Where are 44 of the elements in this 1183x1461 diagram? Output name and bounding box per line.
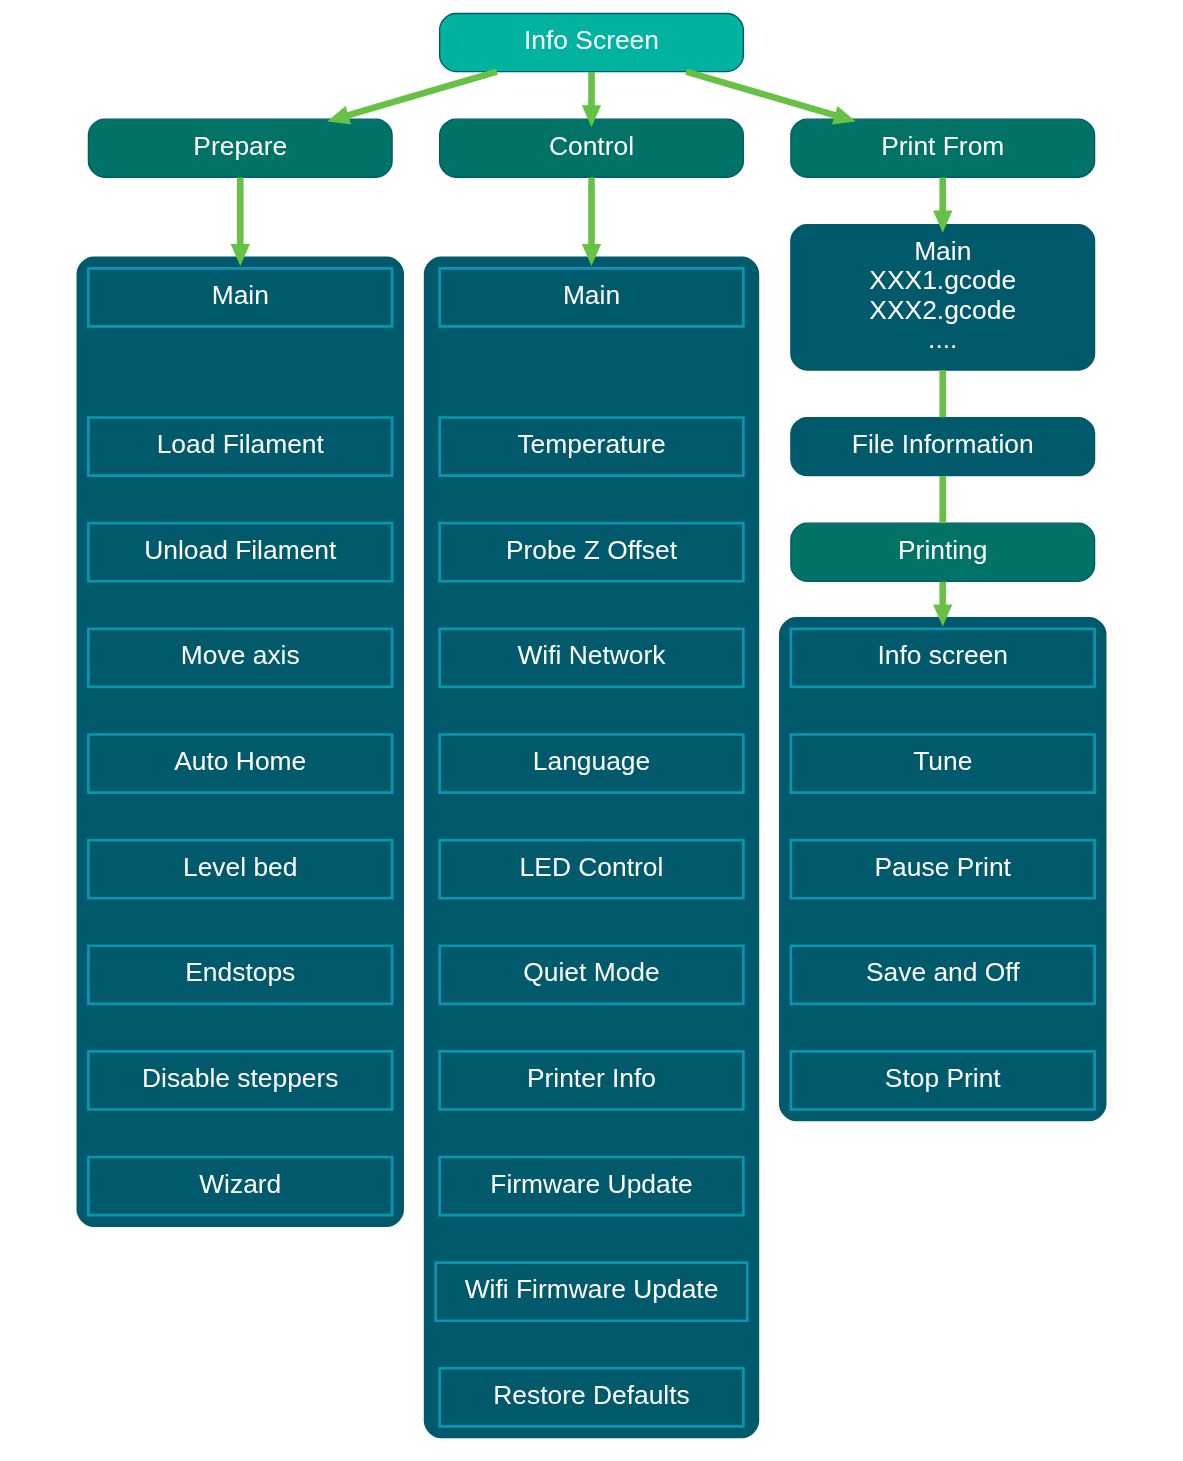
node-box: Language [438, 733, 745, 794]
arrow [327, 68, 498, 125]
node-box: Main XXX1.gcode XXX2.gcode .... [790, 224, 1096, 371]
node-box: Main [438, 267, 745, 328]
node-box: Wifi Firmware Update [434, 1261, 749, 1323]
node-box: Quiet Mode [438, 944, 745, 1006]
arrow [685, 68, 856, 125]
node-box: Print From [790, 118, 1096, 178]
connector [939, 476, 947, 524]
cluster [423, 256, 760, 1439]
node-box: File Information [790, 416, 1096, 477]
node-box: Printer Info [438, 1050, 745, 1111]
node-box: Info screen [789, 627, 1096, 689]
node-box: Firmware Update [438, 1155, 745, 1217]
node-box: Pause Print [789, 838, 1096, 900]
node-box: LED Control [438, 838, 745, 900]
node-box: Tune [789, 733, 1096, 794]
node-box: Printing [790, 522, 1096, 582]
connector [939, 370, 947, 418]
cluster [779, 616, 1107, 1122]
arrow [230, 177, 250, 266]
node-box: Level bed [87, 838, 394, 900]
node-box: Probe Z Offset [438, 521, 745, 583]
node-box: Main [87, 267, 394, 328]
node-box: Save and Off [789, 944, 1096, 1006]
node-box: Info Screen [439, 12, 744, 73]
arrow [933, 177, 953, 233]
arrow [581, 177, 602, 266]
node-box: Restore Defaults [438, 1366, 745, 1428]
node-box: Prepare [87, 118, 393, 178]
node-box: Temperature [438, 416, 745, 477]
node-box: Wifi Network [438, 627, 745, 689]
node-box: Disable steppers [87, 1050, 394, 1111]
node-box: Control [439, 118, 744, 178]
node-box: Move axis [87, 627, 394, 689]
node-box: Unload Filament [87, 521, 394, 583]
node-box: Stop Print [789, 1050, 1096, 1111]
node-box: Auto Home [87, 733, 394, 794]
node-box: Endstops [87, 944, 394, 1006]
node-box: Wizard [87, 1155, 394, 1217]
cluster [76, 256, 404, 1227]
arrow [581, 72, 602, 128]
arrow [933, 581, 953, 627]
node-box: Load Filament [87, 416, 394, 477]
